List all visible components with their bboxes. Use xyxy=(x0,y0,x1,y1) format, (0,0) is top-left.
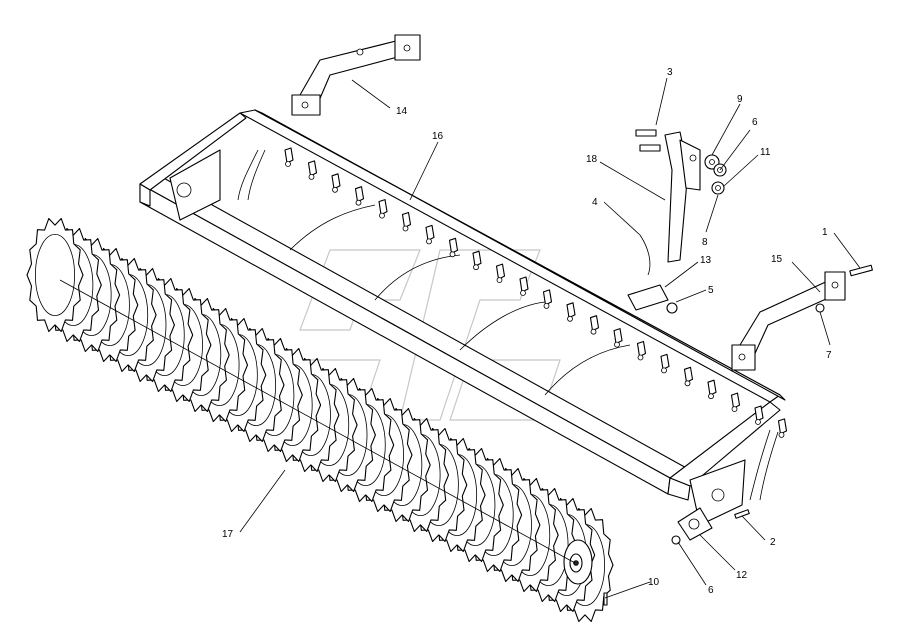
bracket-left xyxy=(291,34,421,116)
callout-5: 5 xyxy=(708,285,714,296)
callout-16: 16 xyxy=(432,131,444,142)
roller-disc xyxy=(26,217,84,333)
callout-18: 18 xyxy=(586,154,598,165)
callout-6-bottom: 6 xyxy=(708,585,714,596)
tine-clamp xyxy=(566,302,576,322)
callout-7: 7 xyxy=(826,350,832,361)
callout-14: 14 xyxy=(396,106,408,117)
tine-clamp xyxy=(754,405,764,425)
tine-clamp xyxy=(354,186,365,206)
callout-12: 12 xyxy=(736,570,748,581)
callout-9: 9 xyxy=(737,94,743,105)
callout-13: 13 xyxy=(700,255,712,266)
main-frame xyxy=(139,109,786,526)
callout-2: 2 xyxy=(770,537,776,548)
packer-roller xyxy=(26,217,614,623)
callout-11: 11 xyxy=(760,147,771,158)
tine-clamp xyxy=(589,315,600,335)
tine-clamp xyxy=(307,160,318,180)
tine-arm-assembly xyxy=(627,129,701,311)
tine-clamp xyxy=(707,379,717,400)
callout-8: 8 xyxy=(702,237,708,248)
tine-clamp xyxy=(331,173,341,193)
tine-clamp xyxy=(495,263,506,284)
tine-clamp xyxy=(613,328,623,348)
bracket-right xyxy=(731,271,846,371)
callout-4: 4 xyxy=(592,197,598,208)
tine-clamp xyxy=(378,199,388,219)
callout-10: 10 xyxy=(648,577,660,588)
tine-clamp xyxy=(636,340,647,361)
callouts: 1 2 3 4 5 6 6 7 8 9 10 11 12 13 14 15 16 xyxy=(222,67,861,599)
tine-clamp xyxy=(683,366,694,387)
tine-clamp xyxy=(448,237,459,258)
tine-clamps xyxy=(284,147,788,438)
tine-clamp xyxy=(519,276,529,296)
callout-17: 17 xyxy=(222,529,234,540)
tine-clamp xyxy=(284,147,294,167)
callout-6-top: 6 xyxy=(752,117,758,128)
callout-15: 15 xyxy=(771,254,783,265)
tine-clamp xyxy=(542,289,553,309)
callout-1: 1 xyxy=(822,227,828,238)
callout-3: 3 xyxy=(667,67,673,78)
tine-clamp xyxy=(425,224,435,245)
roller-axle xyxy=(59,279,576,564)
tine-clamp xyxy=(401,211,412,232)
tine-clamp xyxy=(777,418,788,438)
hardware xyxy=(603,154,873,606)
roller-hub xyxy=(563,539,593,585)
tine-clamp xyxy=(730,392,741,413)
tine-clamp xyxy=(660,353,670,374)
tine-clamp xyxy=(472,250,482,271)
